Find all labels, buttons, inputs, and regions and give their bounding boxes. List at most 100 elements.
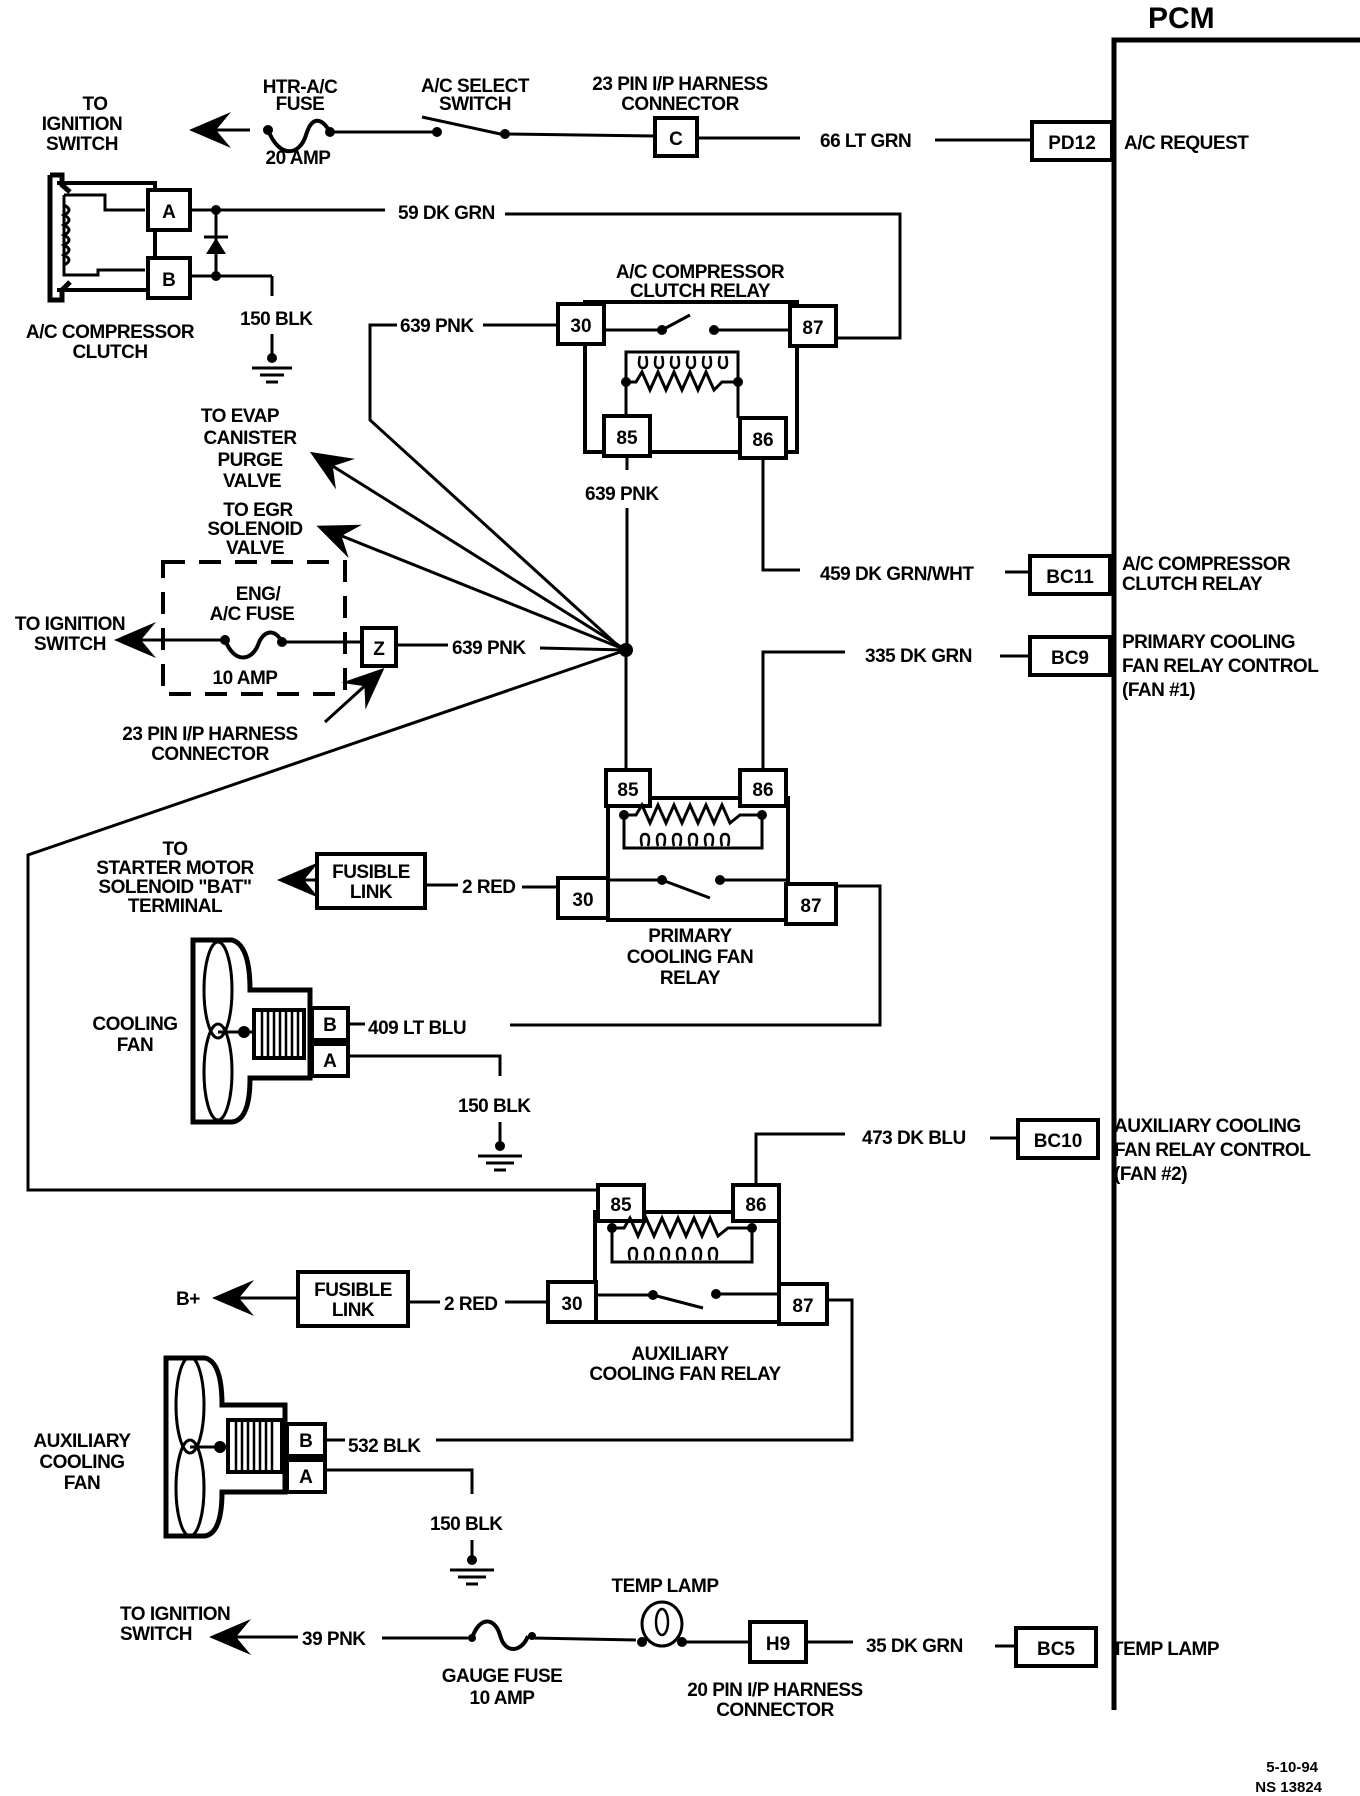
wire-label: 150 BLK <box>430 1514 503 1535</box>
wire-path <box>266 118 332 154</box>
terminal-box <box>583 300 799 454</box>
label-text: FUSIBLE <box>332 862 410 883</box>
label-text: 87 <box>802 318 823 339</box>
terminal-box <box>604 768 652 808</box>
label-text: COOLING FAN RELAY <box>589 1364 781 1385</box>
label-text: GAUGE FUSE <box>442 1666 563 1687</box>
junction-dot <box>267 353 277 363</box>
component-outline <box>654 1607 670 1637</box>
label-text: CONNECTOR <box>716 1700 834 1721</box>
wire-path <box>223 630 284 660</box>
wire-label: 35 DK GRN <box>866 1636 963 1657</box>
wire-path <box>612 1214 752 1240</box>
label-text: BC11 <box>1046 567 1094 588</box>
label-text: A <box>323 1051 337 1072</box>
label-text: TERMINAL <box>128 896 223 917</box>
wire-path <box>57 181 157 292</box>
terminal-box <box>596 1183 646 1223</box>
ground-icon <box>450 1540 494 1586</box>
pcm-pin-pd12: PD12 A/C REQUEST <box>1030 120 1250 162</box>
pcm-pin-label: (FAN #1) <box>1122 680 1195 701</box>
wire-label: 66 LT GRN <box>820 131 911 152</box>
pcm-pin-bc9: BC9 PRIMARY COOLING FAN RELAY CONTROL (F… <box>1028 632 1320 701</box>
label-text: BC9 <box>1051 648 1089 669</box>
temp-lamp-circuit: TO IGNITION SWITCH 39 PNK GAUGE FUSE 10 … <box>120 1576 1016 1721</box>
wire-label: 2 RED <box>444 1294 497 1315</box>
label-text: 85 <box>610 1195 632 1216</box>
label-text: VALVE <box>223 471 281 492</box>
ground-icon <box>478 1122 522 1172</box>
label-text: 85 <box>617 780 639 801</box>
splice-point: TO EVAP CANISTER PURGE VALVE TO EGR SOLE… <box>26 406 633 1192</box>
wire-path <box>637 355 729 370</box>
label-text: TEMP LAMP <box>611 1576 719 1597</box>
primary-fan-relay: 85 86 30 87 PRIMARY COOLING FAN RELAY 33… <box>96 646 1030 1027</box>
pcm-pin-label: TEMP LAMP <box>1112 1639 1220 1660</box>
label-text: A <box>162 202 176 223</box>
wire-path <box>62 193 145 277</box>
label-text: CANISTER <box>203 428 297 449</box>
label-text: CONNECTOR <box>621 94 739 115</box>
wire-label: 639 PNK <box>452 638 526 659</box>
label-text: TO EVAP <box>201 406 280 427</box>
cooling-fan: B A COOLING FAN 409 LT BLU 150 BLK <box>92 937 532 1172</box>
label-text: VALVE <box>226 538 284 559</box>
pcm-pin-bc5: BC5 TEMP LAMP <box>1014 1626 1220 1668</box>
wire-path <box>60 203 71 267</box>
wire-path <box>610 1228 754 1264</box>
label-text: 20 AMP <box>266 148 332 169</box>
component-outline <box>640 1600 684 1648</box>
label-text: A/C SELECT <box>421 76 530 97</box>
wire-label: 150 BLK <box>458 1096 531 1117</box>
wire-label: 39 PNK <box>302 1629 366 1650</box>
component-outline <box>174 1355 206 1455</box>
wire-line <box>652 1293 704 1310</box>
label-text: B <box>323 1015 337 1036</box>
label-text: HTR-A/C <box>263 77 338 98</box>
wire-label: 639 PNK <box>400 316 474 337</box>
component-outline <box>202 940 234 1040</box>
label-text: IGNITION <box>42 114 122 135</box>
wire-label: 532 BLK <box>348 1436 421 1457</box>
wire-path <box>627 1246 719 1261</box>
wire-line <box>421 115 506 137</box>
label-text: A/C FUSE <box>210 604 295 625</box>
wire-path <box>1111 37 1360 1710</box>
pcm-pin-label: A/C COMPRESSOR <box>1122 554 1291 575</box>
diode-icon <box>206 238 226 254</box>
wire-path <box>436 1298 854 1442</box>
label-text: TO <box>82 94 107 115</box>
pcm-module: PCM <box>1111 2 1360 1710</box>
wire-path <box>761 650 845 770</box>
ac-request-circuit: TO IGNITION SWITCH HTR-A/C FUSE 20 AMP A… <box>42 74 1032 169</box>
wire-path <box>626 368 738 394</box>
pcm-pin-bc11: BC11 A/C COMPRESSOR CLUTCH RELAY <box>1028 554 1292 596</box>
ground-icon <box>252 334 292 384</box>
label-text: AUXILIARY <box>631 1344 729 1365</box>
wire-line <box>661 313 691 332</box>
wire-label: 639 PNK <box>585 484 659 505</box>
label-text: A/C COMPRESSOR <box>616 262 785 283</box>
wire-line <box>316 524 627 652</box>
label-text: FAN <box>117 1035 154 1056</box>
pcm-pin-label: FAN RELAY CONTROL <box>1122 656 1319 677</box>
label-text: COOLING <box>39 1452 124 1473</box>
terminal-box <box>285 1458 327 1494</box>
label-text: 86 <box>752 430 773 451</box>
label-text: FUSIBLE <box>314 1280 392 1301</box>
label-text: 86 <box>752 780 773 801</box>
wire-path <box>761 458 800 572</box>
gauge-fuse: GAUGE FUSE 10 AMP <box>442 1619 563 1709</box>
terminal-box <box>556 302 606 346</box>
wire-line <box>531 1636 637 1642</box>
wire-line <box>661 878 711 900</box>
label-text: 86 <box>745 1195 766 1216</box>
wire-label: 459 DK GRN/WHT <box>820 564 974 585</box>
ac-clutch-relay: A/C COMPRESSOR CLUTCH RELAY 30 87 85 86 … <box>368 262 1030 654</box>
wire-line <box>323 667 385 724</box>
label-text: LINK <box>332 1300 375 1321</box>
label-text: SWITCH <box>120 1624 192 1645</box>
ac-select-switch: A/C SELECT SWITCH <box>421 76 530 139</box>
label-text: RELAY <box>660 968 721 989</box>
terminal-box <box>310 1042 350 1078</box>
